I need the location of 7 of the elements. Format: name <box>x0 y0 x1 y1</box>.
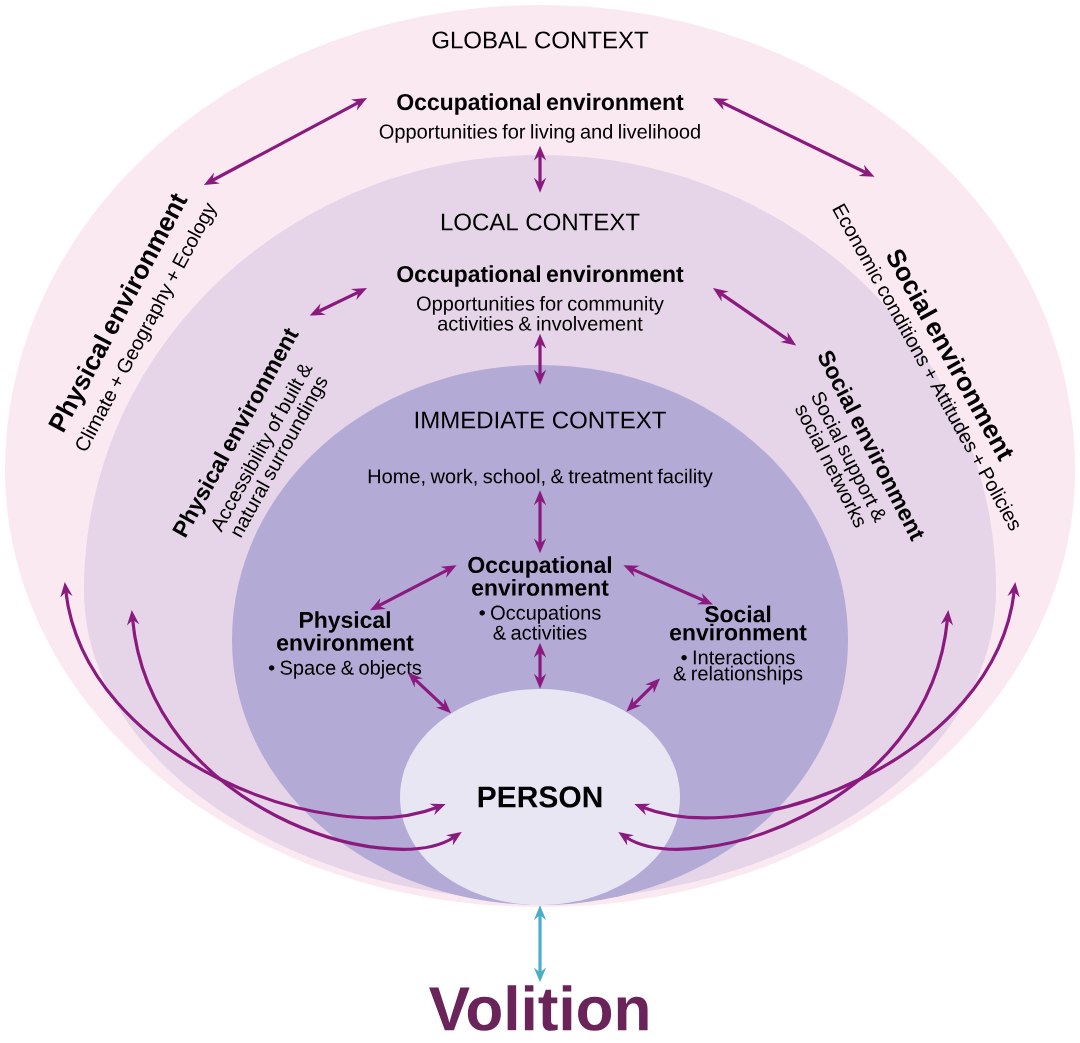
volition-label: Volition <box>429 985 648 1031</box>
environment-label: Social environment • Interactions & relationships <box>670 605 807 685</box>
environment-label: Physical environment • Space & objects <box>268 611 422 679</box>
environment-label: Occupational environment Opportunities for community activities & involvement <box>397 265 684 331</box>
environment-label: Occupational environment Opportunities for living and livelihood <box>379 93 700 143</box>
environment-label: Occupational environment • Occupations & activities <box>468 556 612 640</box>
context-label: Home, work, school, & treatment facility <box>368 468 713 488</box>
